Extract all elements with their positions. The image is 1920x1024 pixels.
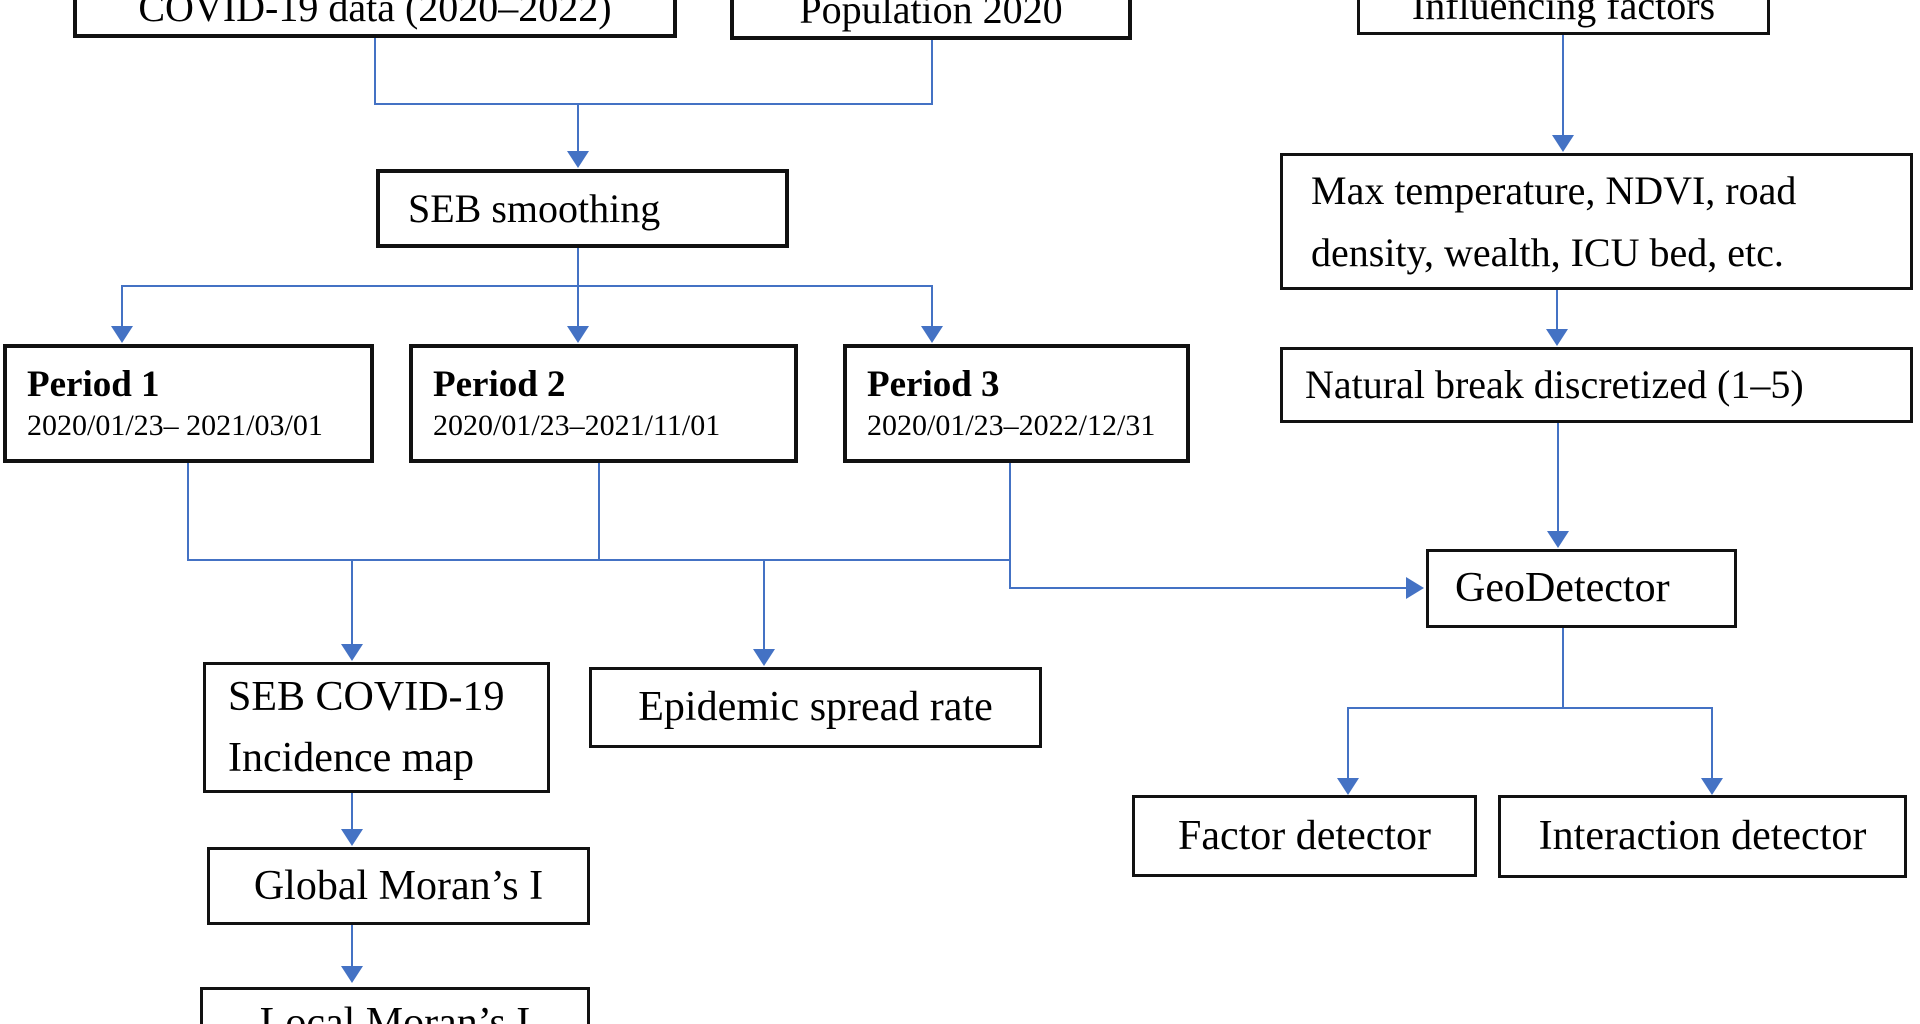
connector-to-factor-detector <box>1347 707 1349 779</box>
arrowhead-interaction-detector <box>1701 778 1723 795</box>
node-covid-data: COVID-19 data (2020–2022) <box>73 0 677 38</box>
node-geodetector: GeoDetector <box>1426 549 1737 628</box>
connector-incidence-drop <box>351 793 353 830</box>
node-interaction-detector-label: Interaction detector <box>1538 813 1867 860</box>
connector-covid-drop <box>374 38 376 104</box>
arrowhead-period-1 <box>111 326 133 343</box>
node-seb-smoothing: SEB smoothing <box>376 169 789 248</box>
arrowhead-factor-detector <box>1337 778 1359 795</box>
node-period-1-title: Period 1 <box>27 363 160 405</box>
node-factor-detector-label: Factor detector <box>1177 812 1432 859</box>
arrowhead-seb-incidence <box>341 644 363 661</box>
connector-global-moran-drop <box>351 925 353 967</box>
connector-to-geodetector <box>1009 587 1406 589</box>
node-seb-incidence-map-label: SEB COVID-19 Incidence map <box>228 673 505 781</box>
connector-seb-smoothing-drop <box>577 248 579 328</box>
node-period-2-title: Period 2 <box>433 363 566 405</box>
arrowhead-seb-smoothing <box>567 151 589 168</box>
node-seb-incidence-map: SEB COVID-19 Incidence map <box>203 662 550 793</box>
connector-to-epidemic <box>763 559 765 650</box>
node-local-morans-i-label: Local Moran’s I <box>259 1000 531 1024</box>
arrowhead-geodetector-top <box>1547 531 1569 548</box>
node-local-morans-i: Local Moran’s I <box>200 987 590 1024</box>
connector-to-seb-incidence <box>351 559 353 645</box>
arrowhead-geodetector-left <box>1406 577 1424 599</box>
connector-to-interaction-detector <box>1711 707 1713 779</box>
node-seb-smoothing-label: SEB smoothing <box>408 185 661 231</box>
node-natural-break: Natural break discretized (1–5) <box>1280 347 1913 423</box>
node-period-2-dates: 2020/01/23–2021/11/01 <box>433 409 721 443</box>
connector-to-seb-smoothing <box>577 103 579 153</box>
node-geodetector-label: GeoDetector <box>1455 565 1670 612</box>
node-factor-detector: Factor detector <box>1132 795 1477 877</box>
node-population: Population 2020 <box>730 0 1132 40</box>
connector-period-trunk <box>187 559 1011 561</box>
node-influencing-factors-label: Influencing factors <box>1411 0 1716 28</box>
connector-merge-horizontal <box>374 103 933 105</box>
connector-maxtemp-drop <box>1556 290 1558 330</box>
node-epidemic-spread-rate: Epidemic spread rate <box>589 667 1042 748</box>
node-period-3-title: Period 3 <box>867 363 1000 405</box>
connector-naturalbreak-drop <box>1557 423 1559 532</box>
node-period-3-dates: 2020/01/23–2022/12/31 <box>867 409 1156 443</box>
arrowhead-period-2 <box>567 326 589 343</box>
arrowhead-global-moran <box>341 829 363 846</box>
arrowhead-period-3 <box>921 326 943 343</box>
node-influencing-factors: Influencing factors <box>1357 0 1770 35</box>
node-population-label: Population 2020 <box>799 0 1063 32</box>
arrowhead-natural-break <box>1546 329 1568 346</box>
arrowhead-epidemic <box>753 649 775 666</box>
node-interaction-detector: Interaction detector <box>1498 795 1907 878</box>
node-global-morans-i-label: Global Moran’s I <box>253 862 544 909</box>
connector-period-3-drop <box>1009 463 1011 589</box>
node-period-2: Period 2 2020/01/23–2021/11/01 <box>409 344 798 463</box>
connector-to-period-3 <box>931 285 933 327</box>
node-global-morans-i: Global Moran’s I <box>207 847 590 925</box>
arrowhead-local-moran <box>341 966 363 983</box>
connector-period-1-drop <box>187 463 189 559</box>
connector-period-distributor <box>121 285 933 287</box>
node-period-1: Period 1 2020/01/23– 2021/03/01 <box>3 344 374 463</box>
arrowhead-max-temperature <box>1552 135 1574 152</box>
node-period-1-dates: 2020/01/23– 2021/03/01 <box>27 409 323 443</box>
node-natural-break-label: Natural break discretized (1–5) <box>1305 362 1804 407</box>
connector-geodetector-drop <box>1562 628 1564 709</box>
connector-detector-splitter <box>1347 707 1713 709</box>
connector-period-2-drop <box>598 463 600 559</box>
connector-population-drop <box>931 40 933 104</box>
node-max-temperature-factors: Max temperature, NDVI, road density, wea… <box>1280 153 1913 290</box>
connector-influencing-drop <box>1562 35 1564 136</box>
node-period-3: Period 3 2020/01/23–2022/12/31 <box>843 344 1190 463</box>
node-max-temperature-factors-label: Max temperature, NDVI, road density, wea… <box>1311 167 1797 275</box>
node-epidemic-spread-rate-label: Epidemic spread rate <box>638 684 993 731</box>
node-covid-data-label: COVID-19 data (2020–2022) <box>138 0 612 30</box>
connector-to-period-1 <box>121 285 123 327</box>
